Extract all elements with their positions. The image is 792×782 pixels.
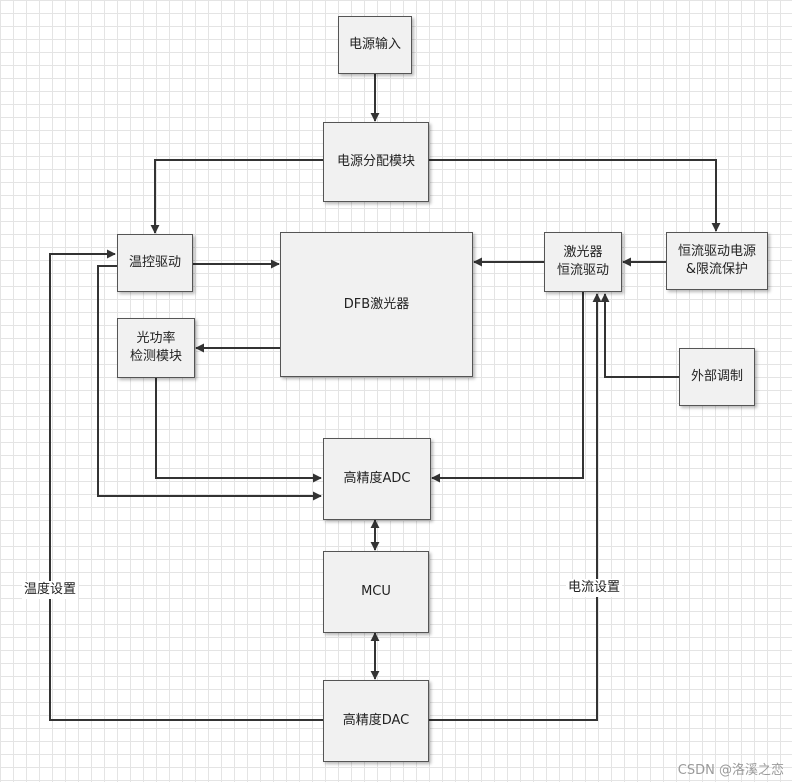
adc-block: 高精度ADC	[323, 438, 431, 520]
temp-setting-label: 温度设置	[22, 581, 79, 599]
mcu-block: MCU	[323, 551, 429, 633]
arrow-dac-temp-setting	[49, 249, 323, 721]
arrow-ext-mod-to-cc-drive	[600, 293, 679, 378]
laser-cc-drive-block: 激光器 恒流驱动	[544, 232, 622, 292]
power-input-block: 电源输入	[338, 16, 412, 74]
arrow-temp-drive-to-adc	[97, 265, 322, 501]
arrow-power-detect-to-adc	[155, 378, 322, 483]
arrow-dac-current-setting	[429, 293, 602, 721]
cc-power-limit-block: 恒流驱动电源 &限流保护	[666, 232, 768, 290]
dfb-laser-block: DFB激光器	[280, 232, 473, 377]
current-setting-label: 电流设置	[566, 579, 623, 597]
arrow-distribution-to-temp-drive	[150, 159, 323, 234]
arrow-cc-drive-to-adc	[431, 292, 584, 483]
temp-control-drive-block: 温控驱动	[117, 234, 193, 292]
optical-power-detect-block: 光功率 检测模块	[117, 318, 195, 378]
watermark: CSDN @洛溪之恋	[677, 763, 784, 778]
power-distribution-block: 电源分配模块	[323, 122, 429, 202]
external-modulation-block: 外部调制	[679, 348, 755, 406]
arrow-distribution-to-cc-power	[429, 159, 721, 232]
dac-block: 高精度DAC	[323, 680, 429, 762]
